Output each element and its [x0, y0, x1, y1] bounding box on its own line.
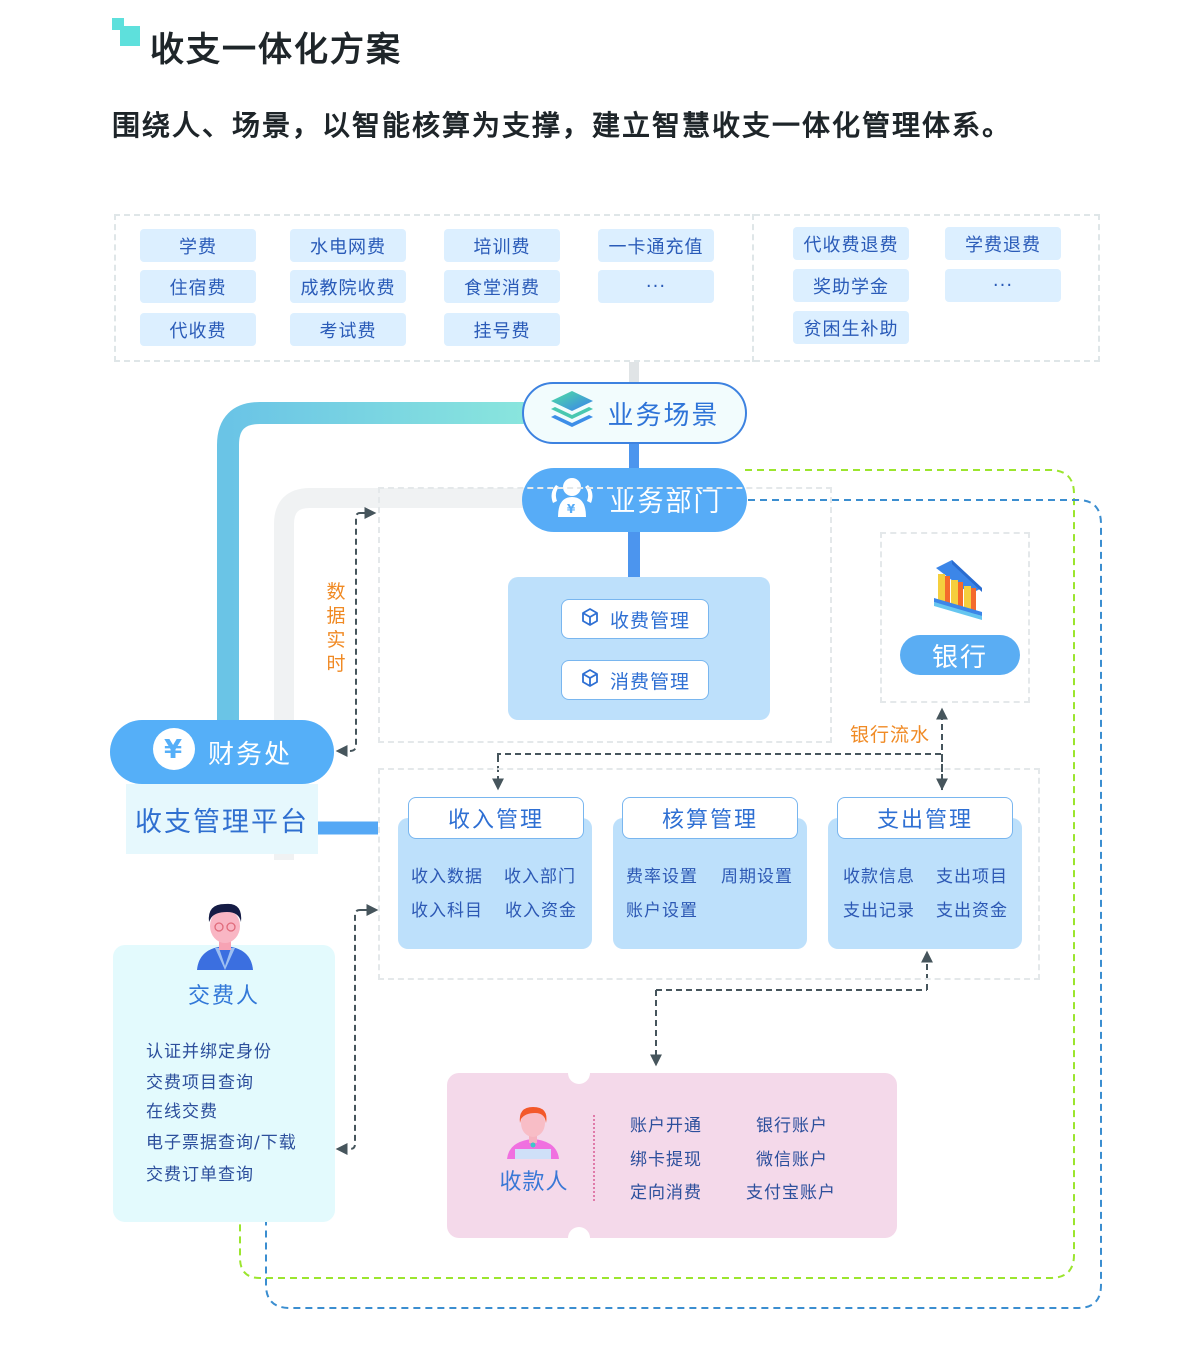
- people-yen-icon: ¥: [547, 475, 597, 526]
- mgmt-item: 收入资金: [505, 901, 577, 921]
- receiver-title: 收款人: [499, 1170, 569, 1195]
- layers-icon: [549, 389, 595, 438]
- scenario-chip: 培训费: [444, 229, 560, 262]
- dept-module-label: 消费管理: [609, 670, 690, 693]
- business-dept-node: ¥ 业务部门: [522, 468, 747, 532]
- yen-icon: ¥: [152, 727, 196, 778]
- business-dept-label: 业务部门: [609, 487, 722, 518]
- scenario-chip-more: ···: [945, 269, 1061, 302]
- payer-card: [113, 945, 335, 1222]
- mgmt-item: 账户设置: [626, 901, 698, 921]
- business-scene-label: 业务场景: [607, 400, 720, 431]
- mgmt-item: 收入部门: [504, 867, 576, 887]
- scenario-chip: 挂号费: [444, 313, 560, 346]
- receiver-item: 微信账户: [756, 1150, 828, 1170]
- receiver-item: 绑卡提现: [630, 1150, 702, 1170]
- ticket-notch: [568, 1062, 590, 1084]
- payer-data-arrow: [335, 909, 372, 1155]
- realtime-char: 时: [326, 653, 346, 675]
- scenario-chip-more: ···: [598, 270, 714, 303]
- payer-item: 电子票据查询/下载: [146, 1133, 297, 1153]
- mgmt-item: 支出资金: [936, 901, 1008, 921]
- bank-flow-arrow: [497, 753, 942, 757]
- payer-item: 交费项目查询: [146, 1073, 254, 1093]
- realtime-data-label: 数 据 实 时: [325, 580, 347, 676]
- platform-label: 收支管理平台: [126, 784, 318, 854]
- scenario-chip: 考试费: [290, 313, 406, 346]
- bank-building-icon: [930, 558, 986, 624]
- bank-node: 银行: [900, 635, 1020, 675]
- cube-icon: [580, 607, 600, 632]
- management-area: [378, 768, 1040, 980]
- scenario-chip: 一卡通充值: [598, 229, 714, 262]
- ticket-notch: [568, 1227, 590, 1249]
- finance-node: ¥ 财务处: [110, 720, 334, 784]
- dept-area: [378, 487, 832, 743]
- bank-label: 银行: [931, 642, 988, 673]
- scenario-chip: 成教院收费: [290, 270, 406, 303]
- dept-module-label: 收费管理: [609, 609, 690, 632]
- mgmt-item: 支出项目: [936, 867, 1008, 887]
- payer-item: 在线交费: [146, 1102, 218, 1122]
- mgmt-item: 周期设置: [721, 867, 793, 887]
- bank-flow-label: 银行流水: [850, 724, 931, 746]
- dept-module-consume: 消费管理: [561, 660, 709, 700]
- income-mgmt-card: [398, 818, 592, 949]
- page-subtitle: 围绕人、场景，以智能核算为支撑，建立智慧收支一体化管理体系。: [112, 109, 1013, 142]
- realtime-char: 数: [326, 581, 346, 603]
- income-mgmt-title: 收入管理: [408, 797, 584, 839]
- green-loop: [239, 469, 1075, 1279]
- mgmt-item: 收入科目: [411, 901, 483, 921]
- mgmt-item: 收入数据: [411, 867, 483, 887]
- scenario-box: [114, 214, 1100, 362]
- bank-area: [880, 532, 1030, 703]
- scenario-chip: 奖助学金: [793, 269, 909, 302]
- payer-title: 交费人: [187, 984, 260, 1009]
- dept-to-platform-connector: [274, 488, 530, 860]
- receiver-item: 账户开通: [630, 1116, 702, 1136]
- scenario-chip: 学费: [140, 229, 256, 262]
- scenario-chip: 水电网费: [290, 229, 406, 262]
- svg-text:¥: ¥: [164, 735, 184, 765]
- mgmt-item: 收款信息: [843, 867, 915, 887]
- finance-label: 财务处: [207, 739, 292, 770]
- blue-loop: [265, 499, 1102, 1309]
- expense-mgmt-card: [828, 818, 1022, 949]
- receiver-separator: [593, 1115, 595, 1201]
- scenario-divider: [752, 214, 754, 362]
- svg-text:¥: ¥: [567, 502, 577, 516]
- mgmt-item: 支出记录: [843, 901, 915, 921]
- scenario-chip: 住宿费: [140, 270, 256, 303]
- payer-item: 认证并绑定身份: [146, 1042, 272, 1062]
- business-scene-node: 业务场景: [522, 382, 747, 444]
- scenario-chip: 代收费退费: [793, 227, 909, 260]
- receiver-item: 定向消费: [630, 1183, 702, 1203]
- receiver-avatar-icon: [505, 1103, 561, 1163]
- scenario-chip: 食堂消费: [444, 270, 560, 303]
- payer-avatar-icon: [193, 900, 257, 974]
- accounting-mgmt-title: 核算管理: [622, 797, 798, 839]
- realtime-char: 据: [326, 605, 346, 627]
- cube-icon: [580, 668, 600, 693]
- expense-mgmt-title: 支出管理: [837, 797, 1013, 839]
- receiver-item: 支付宝账户: [746, 1183, 836, 1203]
- mgmt-item: 费率设置: [626, 867, 698, 887]
- mgmt-receiver-arrow: [656, 989, 927, 991]
- page-title: 收支一体化方案: [150, 30, 402, 70]
- scenario-chip: 代收费: [140, 313, 256, 346]
- receiver-item: 银行账户: [756, 1116, 828, 1136]
- dept-module-fee: 收费管理: [561, 599, 709, 639]
- realtime-char: 实: [326, 629, 346, 651]
- accounting-mgmt-card: [613, 818, 807, 949]
- scenario-chip: 学费退费: [945, 227, 1061, 260]
- title-mark-icon: [112, 18, 140, 46]
- realtime-data-arrow: [335, 512, 372, 757]
- scenario-chip: 贫困生补助: [793, 311, 909, 344]
- payer-item: 交费订单查询: [146, 1165, 254, 1185]
